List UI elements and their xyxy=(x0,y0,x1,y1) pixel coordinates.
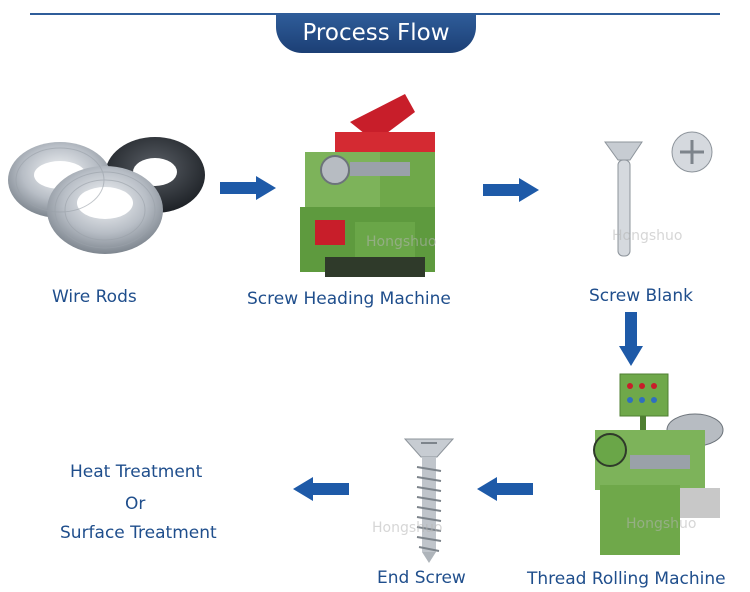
watermark: Hongshuo xyxy=(612,228,683,244)
step-label-screw-blank: Screw Blank xyxy=(589,286,693,306)
step-label-end-screw: End Screw xyxy=(377,568,466,588)
step-label-heat-treatment: Heat Treatment xyxy=(70,462,203,482)
step-label-thread-rolling-machine: Thread Rolling Machine xyxy=(527,569,726,589)
step-label-wire-rods: Wire Rods xyxy=(52,287,137,307)
watermark: Hongshuo xyxy=(626,516,697,532)
step-label-surface-treatment: Surface Treatment xyxy=(60,523,217,543)
end-screw-icon xyxy=(403,438,455,563)
flow-arrow-icon xyxy=(477,477,533,501)
watermark: Hongshuo xyxy=(372,520,443,536)
flow-arrow-icon xyxy=(220,176,276,200)
heading-machine-icon xyxy=(300,94,435,277)
thread-rolling-machine-icon xyxy=(593,373,724,555)
flow-arrow-icon xyxy=(483,178,539,202)
flow-arrow-icon xyxy=(293,477,349,501)
screw-blank-icon xyxy=(604,131,713,257)
wire-coil-icon xyxy=(8,137,205,254)
step-label-screw-heading-machine: Screw Heading Machine xyxy=(247,289,451,309)
step-label-or: Or xyxy=(125,494,146,514)
watermark: Hongshuo xyxy=(366,234,437,250)
page-title: Process Flow xyxy=(276,13,476,53)
flow-arrow-icon xyxy=(619,312,643,366)
